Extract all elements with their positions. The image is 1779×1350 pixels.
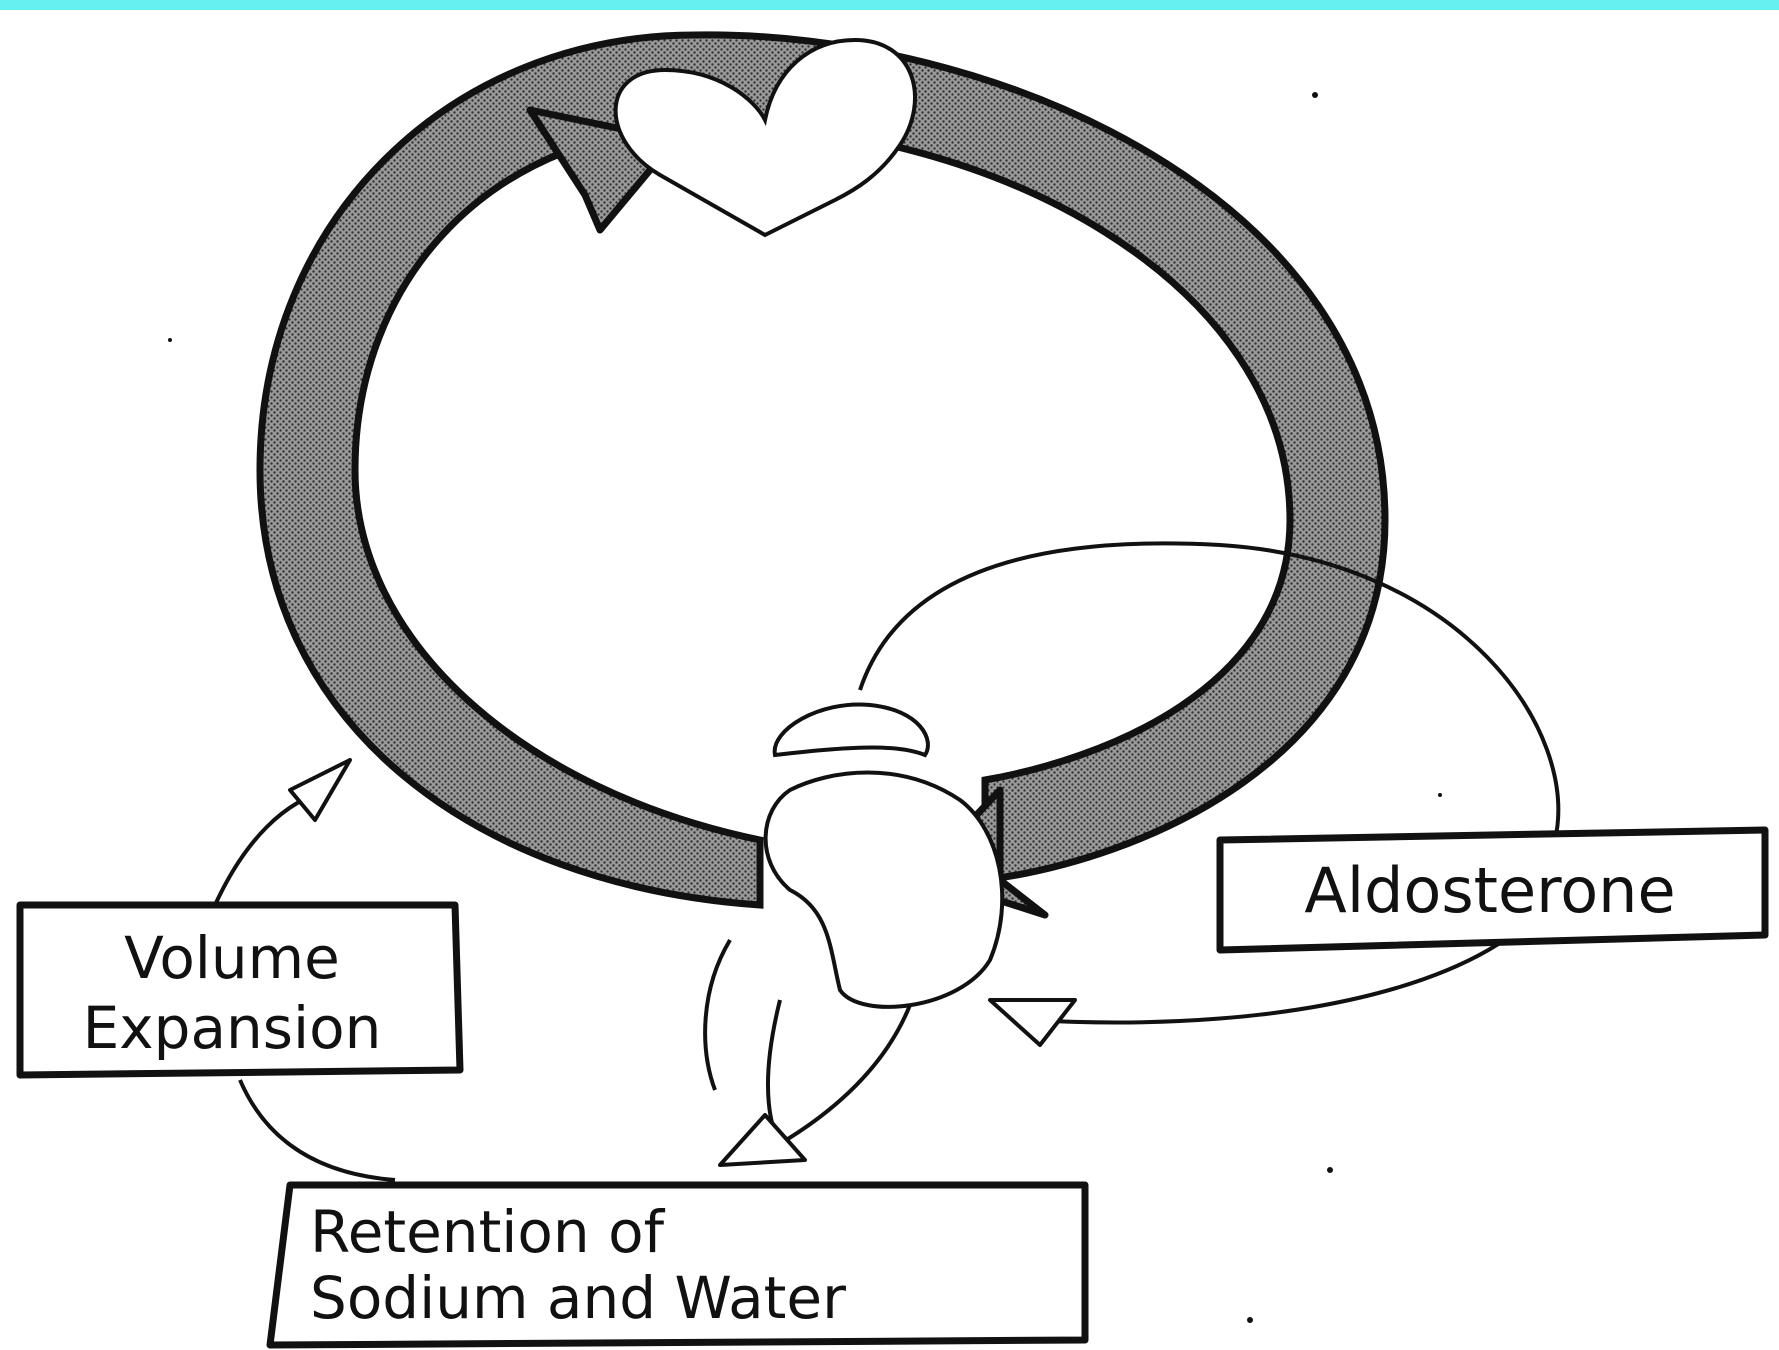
arrowhead-to-retention — [720, 1115, 805, 1165]
arrowhead-to-loop — [290, 760, 350, 820]
volume-line2-text: Expansion — [83, 994, 382, 1062]
retention-label: Retention of Sodium and Water — [270, 1185, 1085, 1345]
volume-expansion-label: Volume Expansion — [20, 905, 460, 1075]
retention-line2-text: Sodium and Water — [310, 1264, 846, 1332]
aldosterone-label: Aldosterone — [1220, 830, 1765, 950]
kidney-adrenal-icon — [766, 704, 1003, 1006]
volume-line1-text: Volume — [124, 924, 340, 992]
aldosterone-text: Aldosterone — [1304, 854, 1675, 927]
retention-line1-text: Retention of — [310, 1198, 666, 1266]
